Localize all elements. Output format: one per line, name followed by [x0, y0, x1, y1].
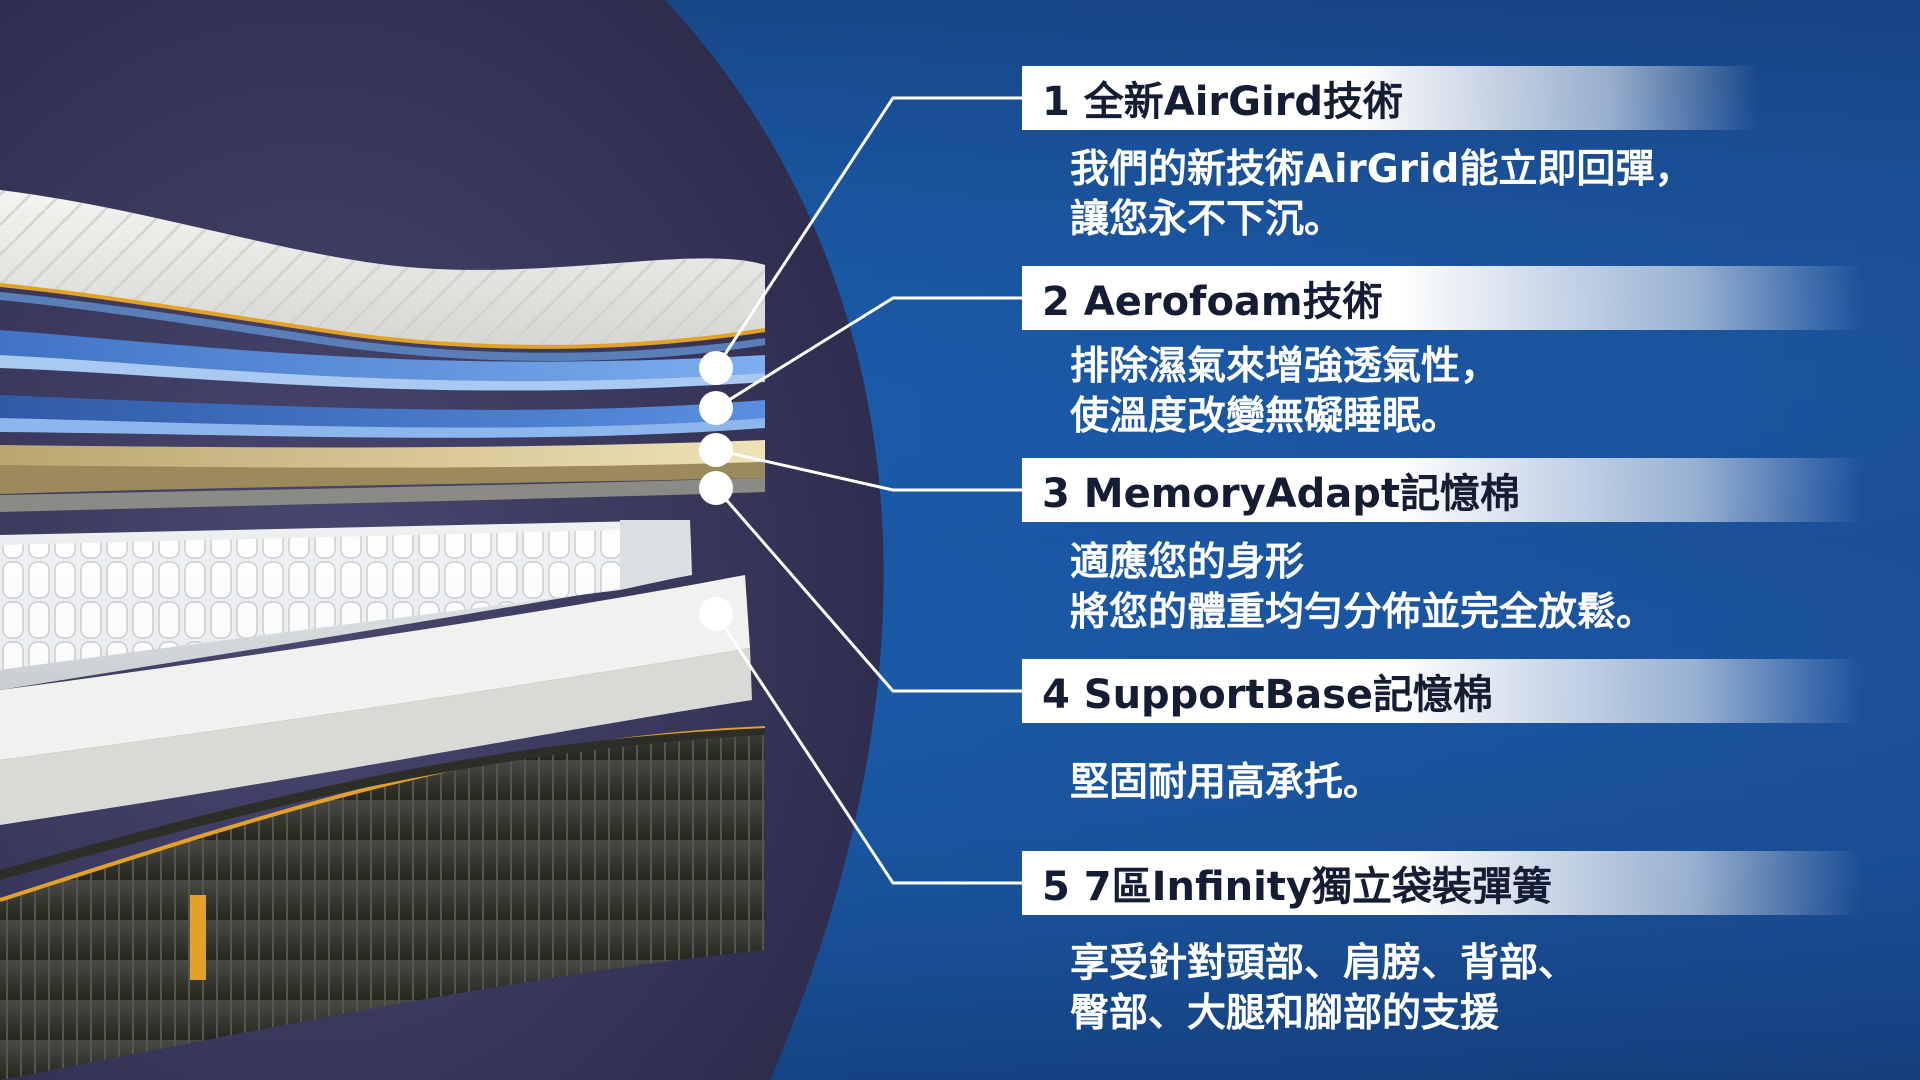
- connector-line-4: [714, 487, 1022, 693]
- layer-4-description: 堅固耐用高承托。: [1070, 758, 1382, 808]
- layer-2-description-line-1: 排除濕氣來增強透氣性，: [1070, 344, 1500, 389]
- marker-dot-4: [699, 471, 733, 505]
- marker-dot-5: [699, 597, 733, 631]
- layer-2-title: 2 Aerofoam技術: [1022, 266, 1862, 330]
- marker-dot-3: [699, 433, 733, 467]
- brand-tag: [190, 895, 206, 980]
- layer-2-description: 排除濕氣來增強透氣性， 使溫度改變無礙睡眠。: [1070, 342, 1499, 442]
- connector-line-2: [715, 296, 1022, 410]
- connector-line-3: [715, 448, 1022, 492]
- layer-3-description-line-1: 適應您的身形: [1070, 540, 1305, 585]
- layer-3-description-line-2: 將您的體重均勻分佈並完全放鬆。: [1070, 590, 1656, 635]
- marker-dot-1: [699, 351, 733, 385]
- marker-dot-2: [699, 391, 733, 425]
- airgrid-foam-layer: [0, 330, 765, 381]
- mattress-base: [0, 728, 765, 1080]
- layer-5-description: 享受針對頭部、肩膀、背部、 臀部、大腿和腳部的支援: [1070, 939, 1577, 1039]
- connector-line-5: [714, 613, 1022, 885]
- layer-5-description-line-1: 享受針對頭部、肩膀、背部、: [1070, 941, 1578, 986]
- aerofoam-layer: [0, 395, 765, 428]
- layer-1-description: 我們的新技術AirGrid能立即回彈， 讓您永不下沉。: [1070, 145, 1693, 245]
- layer-4-description-line-1: 堅固耐用高承托。: [1070, 760, 1383, 805]
- layer-1-description-line-2: 讓您永不下沉。: [1070, 197, 1344, 242]
- layer-2-description-line-2: 使溫度改變無礙睡眠。: [1070, 394, 1461, 439]
- layer-5-title: 5 7區Infinity獨立袋裝彈簧: [1022, 851, 1862, 915]
- layer-5-description-line-2: 臀部、大腿和腳部的支援: [1070, 991, 1500, 1036]
- layer-1-title: 1 全新AirGird技術: [1022, 66, 1758, 130]
- support-base-layer: [0, 648, 752, 825]
- connector-line-1: [714, 96, 1022, 369]
- layer-4-title: 4 SupportBase記憶棉: [1022, 659, 1862, 723]
- layer-3-title: 3 MemoryAdapt記憶棉: [1022, 458, 1862, 522]
- layer-3-description: 適應您的身形 將您的體重均勻分佈並完全放鬆。: [1070, 538, 1655, 638]
- layer-1-description-line-1: 我們的新技術AirGrid能立即回彈，: [1070, 147, 1694, 192]
